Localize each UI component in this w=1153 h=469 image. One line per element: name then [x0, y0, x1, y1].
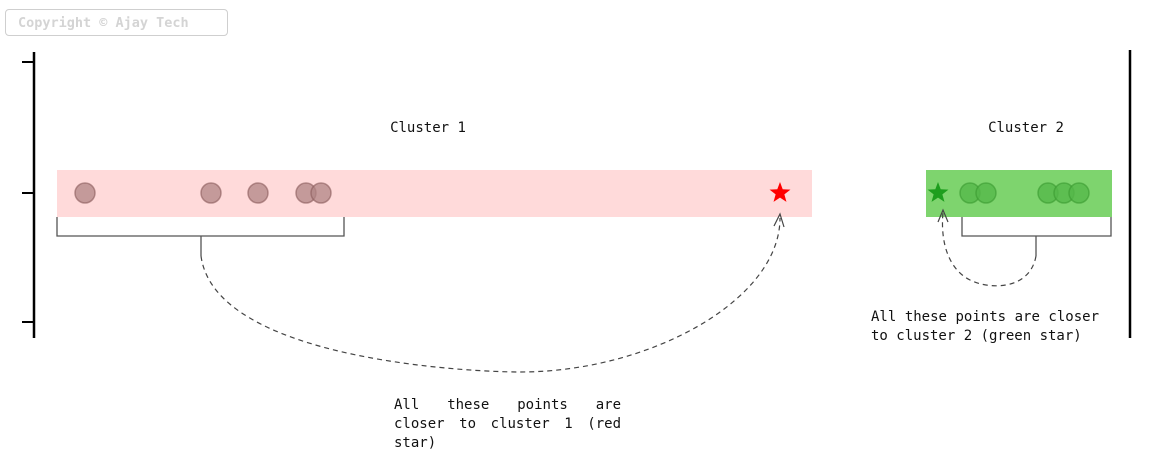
- cluster-2-bracket: [961, 217, 1112, 237]
- cluster-2-arrow: [941, 211, 1037, 287]
- cluster-1-arrow: [200, 217, 781, 373]
- cluster-1-point: [200, 182, 222, 204]
- points-layer: [74, 182, 1090, 204]
- cluster-2-point: [1068, 182, 1090, 204]
- copyright-watermark: Copyright © Ajay Tech: [5, 9, 228, 36]
- cluster-1-bracket: [56, 217, 345, 237]
- cluster-1-title: Cluster 1: [390, 120, 466, 136]
- cluster-2-title: Cluster 2: [988, 120, 1064, 136]
- cluster-1-point: [310, 182, 332, 204]
- cluster-1-arrowhead: [773, 212, 785, 228]
- cluster-2-note: All these points are closer to cluster 2…: [871, 309, 1108, 344]
- cluster-1-centroid-star: [769, 182, 791, 202]
- cluster-2-centroid-star: [927, 182, 949, 202]
- cluster-1-note: All these points are closer to cluster 1…: [394, 397, 630, 451]
- cluster-2-point: [975, 182, 997, 204]
- cluster-1-point: [247, 182, 269, 204]
- cluster-1-band: [57, 170, 812, 217]
- cluster-1-point: [74, 182, 96, 204]
- cluster-2-arrowhead: [937, 208, 949, 223]
